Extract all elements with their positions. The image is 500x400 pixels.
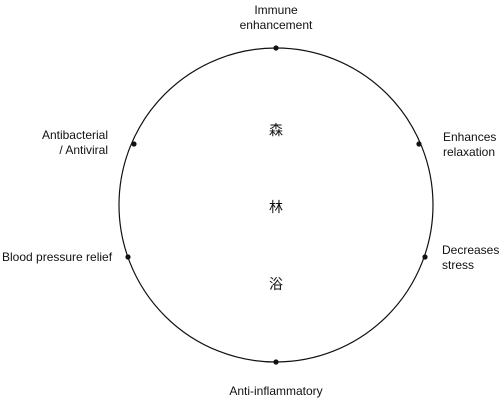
label-antibacterial-line-1: Antibacterial bbox=[41, 128, 108, 142]
label-relaxation-line-2: relaxation bbox=[443, 145, 496, 159]
label-antibacterial: Antibacterial / Antiviral bbox=[20, 128, 108, 158]
label-antibacterial-line-2: / Antiviral bbox=[59, 143, 108, 157]
label-blood-pressure-line-1: Blood pressure relief bbox=[2, 250, 113, 264]
dot-relaxation bbox=[416, 141, 422, 147]
label-immune: Immune enhancement bbox=[216, 3, 336, 33]
label-stress-line-1: Decreases bbox=[442, 243, 500, 257]
label-anti-inflammatory: Anti-inflammatory bbox=[206, 384, 346, 399]
dot-blood-pressure bbox=[125, 254, 131, 260]
dot-stress bbox=[422, 254, 428, 260]
dot-anti-inflammatory bbox=[273, 359, 279, 365]
dot-antibacterial bbox=[131, 141, 137, 147]
center-character-yoku: 浴 bbox=[269, 277, 283, 293]
label-stress: Decreases stress bbox=[442, 243, 500, 273]
label-immune-line-1: Immune bbox=[254, 3, 298, 17]
label-blood-pressure: Blood pressure relief bbox=[2, 250, 122, 265]
center-character-hayashi: 林 bbox=[269, 200, 283, 216]
center-character-mori: 森 bbox=[269, 123, 283, 139]
label-anti-inflammatory-line-1: Anti-inflammatory bbox=[229, 384, 323, 398]
label-relaxation: Enhances relaxation bbox=[443, 130, 500, 160]
dot-immune bbox=[273, 45, 279, 51]
label-stress-line-2: stress bbox=[442, 258, 475, 272]
label-relaxation-line-1: Enhances bbox=[443, 130, 497, 144]
label-immune-line-2: enhancement bbox=[239, 18, 313, 32]
